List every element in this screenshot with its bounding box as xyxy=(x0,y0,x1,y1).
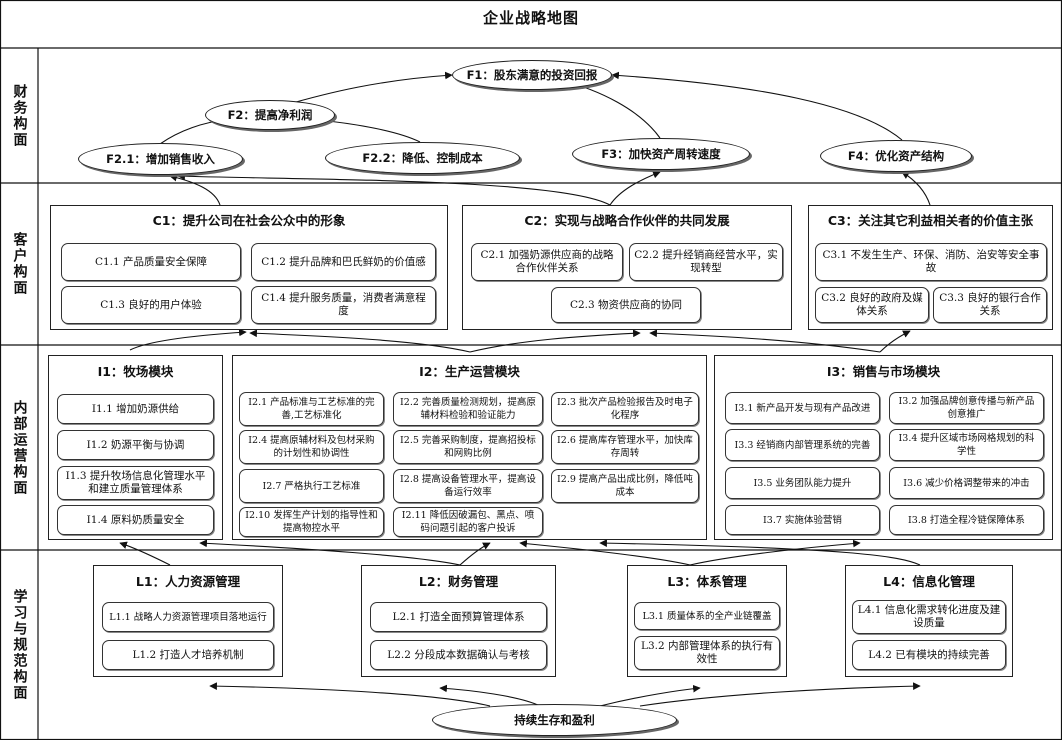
customer-c3-title: C3：关注其它利益相关者的价值主张 xyxy=(827,212,1034,228)
internal-i1-item-2: I1.2 奶源平衡与协调 xyxy=(57,430,214,460)
learning-l3-title: L3：体系管理 xyxy=(667,573,747,589)
internal-i3-item-1: I3.1 新产品开发与现有产品改进 xyxy=(725,392,880,424)
internal-i2-item-4: I2.4 提高原辅材料及包材采购的计划性和协调性 xyxy=(239,430,384,464)
learning-l3-item-2: L3.2 内部管理体系的执行有效性 xyxy=(634,636,780,670)
internal-i1-item-4: I1.4 原料奶质量安全 xyxy=(57,505,214,535)
internal-i2-item-3: I2.3 批次产品检验报告及时电子化程序 xyxy=(551,392,699,426)
customer-c3-item-1: C3.1 不发生生产、环保、消防、治安等安全事故 xyxy=(815,243,1047,281)
customer-c1-item-2: C1.2 提升品牌和巴氏鲜奶的价值感 xyxy=(251,243,436,281)
internal-i2-item-2: I2.2 完善质量检测规划，提高原辅材料检验和验证能力 xyxy=(393,392,543,426)
learning-l2-item-2: L2.2 分段成本数据确认与考核 xyxy=(370,640,547,670)
internal-i2-box: I2：生产运营模块 I2.1 产品标准与工艺标准的完善,工艺标准化 I2.2 完… xyxy=(232,355,707,540)
learning-l4-item-2: L4.2 已有模块的持续完善 xyxy=(852,640,1006,670)
internal-i3-item-7: I3.7 实施体验营销 xyxy=(725,505,880,535)
layer-label-learning: 学习与规范构面 xyxy=(11,589,28,701)
internal-i2-item-1: I2.1 产品标准与工艺标准的完善,工艺标准化 xyxy=(239,392,384,426)
finance-f1: F1：股东满意的投资回报 xyxy=(452,60,612,90)
learning-base-oval: 持续生存和盈利 xyxy=(432,704,677,736)
internal-i3-item-6: I3.6 减少价格调整带来的冲击 xyxy=(889,467,1044,499)
customer-c1-item-3: C1.3 良好的用户体验 xyxy=(61,286,241,324)
learning-l1-item-1: L1.1 战略人力资源管理项目落地运行 xyxy=(102,602,274,632)
customer-c2-item-2: C2.2 提升经销商经营水平，实现转型 xyxy=(629,243,783,281)
learning-l1-item-2: L1.2 打造人才培养机制 xyxy=(102,640,274,670)
learning-l3-box: L3：体系管理 L3.1 质量体系的全产业链覆盖 L3.2 内部管理体系的执行有… xyxy=(627,565,787,677)
customer-c2-item-1: C2.1 加强奶源供应商的战略合作伙伴关系 xyxy=(471,243,623,281)
customer-c2-box: C2：实现与战略合作伙伴的共同发展 C2.1 加强奶源供应商的战略合作伙伴关系 … xyxy=(462,205,792,330)
internal-i2-item-7: I2.7 严格执行工艺标准 xyxy=(239,469,384,503)
finance-f4: F4：优化资产结构 xyxy=(820,140,972,172)
internal-i3-item-5: I3.5 业务团队能力提升 xyxy=(725,467,880,499)
internal-i2-item-5: I2.5 完善采购制度，提高招投标和网购比例 xyxy=(393,430,543,464)
learning-l2-box: L2：财务管理 L2.1 打造全面预算管理体系 L2.2 分段成本数据确认与考核 xyxy=(361,565,556,677)
learning-l1-title: L1：人力资源管理 xyxy=(135,573,241,589)
customer-c1-item-1: C1.1 产品质量安全保障 xyxy=(61,243,241,281)
learning-l1-box: L1：人力资源管理 L1.1 战略人力资源管理项目落地运行 L1.2 打造人才培… xyxy=(93,565,283,677)
customer-c2-item-3: C2.3 物资供应商的协同 xyxy=(551,287,701,323)
learning-l4-title: L4：信息化管理 xyxy=(883,573,975,589)
learning-l2-title: L2：财务管理 xyxy=(418,573,499,589)
internal-i3-item-4: I3.4 提升区域市场网格规划的科学性 xyxy=(889,429,1044,461)
internal-i2-item-6: I2.6 提高库存管理水平，加快库存周转 xyxy=(551,430,699,464)
customer-c3-box: C3：关注其它利益相关者的价值主张 C3.1 不发生生产、环保、消防、治安等安全… xyxy=(808,205,1053,330)
internal-i2-item-10: I2.10 发挥生产计划的指导性和提高物控水平 xyxy=(239,507,384,537)
finance-f2: F2：提高净利润 xyxy=(205,100,335,130)
customer-c1-title: C1：提升公司在社会公众中的形象 xyxy=(152,212,346,228)
internal-i2-item-8: I2.8 提高设备管理水平，提高设备运行效率 xyxy=(393,469,543,503)
learning-l4-item-1: L4.1 信息化需求转化进度及建设质量 xyxy=(852,600,1006,634)
customer-c1-item-4: C1.4 提升服务质量，消费者满意程度 xyxy=(251,286,436,324)
internal-i3-title: I3：销售与市场模块 xyxy=(826,363,941,379)
layer-label-finance: 财务构面 xyxy=(11,83,28,148)
customer-c3-item-2: C3.2 良好的政府及媒体关系 xyxy=(815,287,929,323)
customer-c2-title: C2：实现与战略合作伙伴的共同发展 xyxy=(524,212,730,228)
internal-i3-box: I3：销售与市场模块 I3.1 新产品开发与现有产品改进 I3.2 加强品牌创意… xyxy=(714,355,1053,540)
finance-f3: F3：加快资产周转速度 xyxy=(572,138,750,170)
internal-i1-title: I1：牧场模块 xyxy=(97,363,174,379)
customer-c3-item-3: C3.3 良好的银行合作关系 xyxy=(933,287,1047,323)
customer-c1-box: C1：提升公司在社会公众中的形象 C1.1 产品质量安全保障 C1.2 提升品牌… xyxy=(50,205,448,330)
internal-i1-item-3: I1.3 提升牧场信息化管理水平和建立质量管理体系 xyxy=(57,466,214,500)
layer-label-internal: 内部运营构面 xyxy=(11,399,28,496)
learning-l3-item-1: L3.1 质量体系的全产业链覆盖 xyxy=(634,602,780,630)
finance-f22: F2.2：降低、控制成本 xyxy=(325,142,520,174)
learning-l4-box: L4：信息化管理 L4.1 信息化需求转化进度及建设质量 L4.2 已有模块的持… xyxy=(845,565,1013,677)
internal-i3-item-8: I3.8 打造全程冷链保障体系 xyxy=(889,505,1044,535)
page-title: 企业战略地图 xyxy=(482,8,579,27)
internal-i1-item-1: I1.1 增加奶源供给 xyxy=(57,394,214,424)
finance-f21: F2.1：增加销售收入 xyxy=(78,143,243,175)
learning-l2-item-1: L2.1 打造全面预算管理体系 xyxy=(370,602,547,632)
internal-i2-item-11: I2.11 降低因破漏包、黑点、喷码问题引起的客户投诉 xyxy=(393,507,543,537)
internal-i3-item-3: I3.3 经销商内部管理系统的完善 xyxy=(725,429,880,461)
layer-label-customer: 客户构面 xyxy=(11,232,28,296)
internal-i3-item-2: I3.2 加强品牌创意传播与新产品创意推广 xyxy=(889,392,1044,424)
internal-i2-item-9: I2.9 提高产品出成比例，降低吨成本 xyxy=(551,469,699,503)
internal-i1-box: I1：牧场模块 I1.1 增加奶源供给 I1.2 奶源平衡与协调 I1.3 提升… xyxy=(48,355,223,540)
internal-i2-title: I2：生产运营模块 xyxy=(419,363,520,379)
